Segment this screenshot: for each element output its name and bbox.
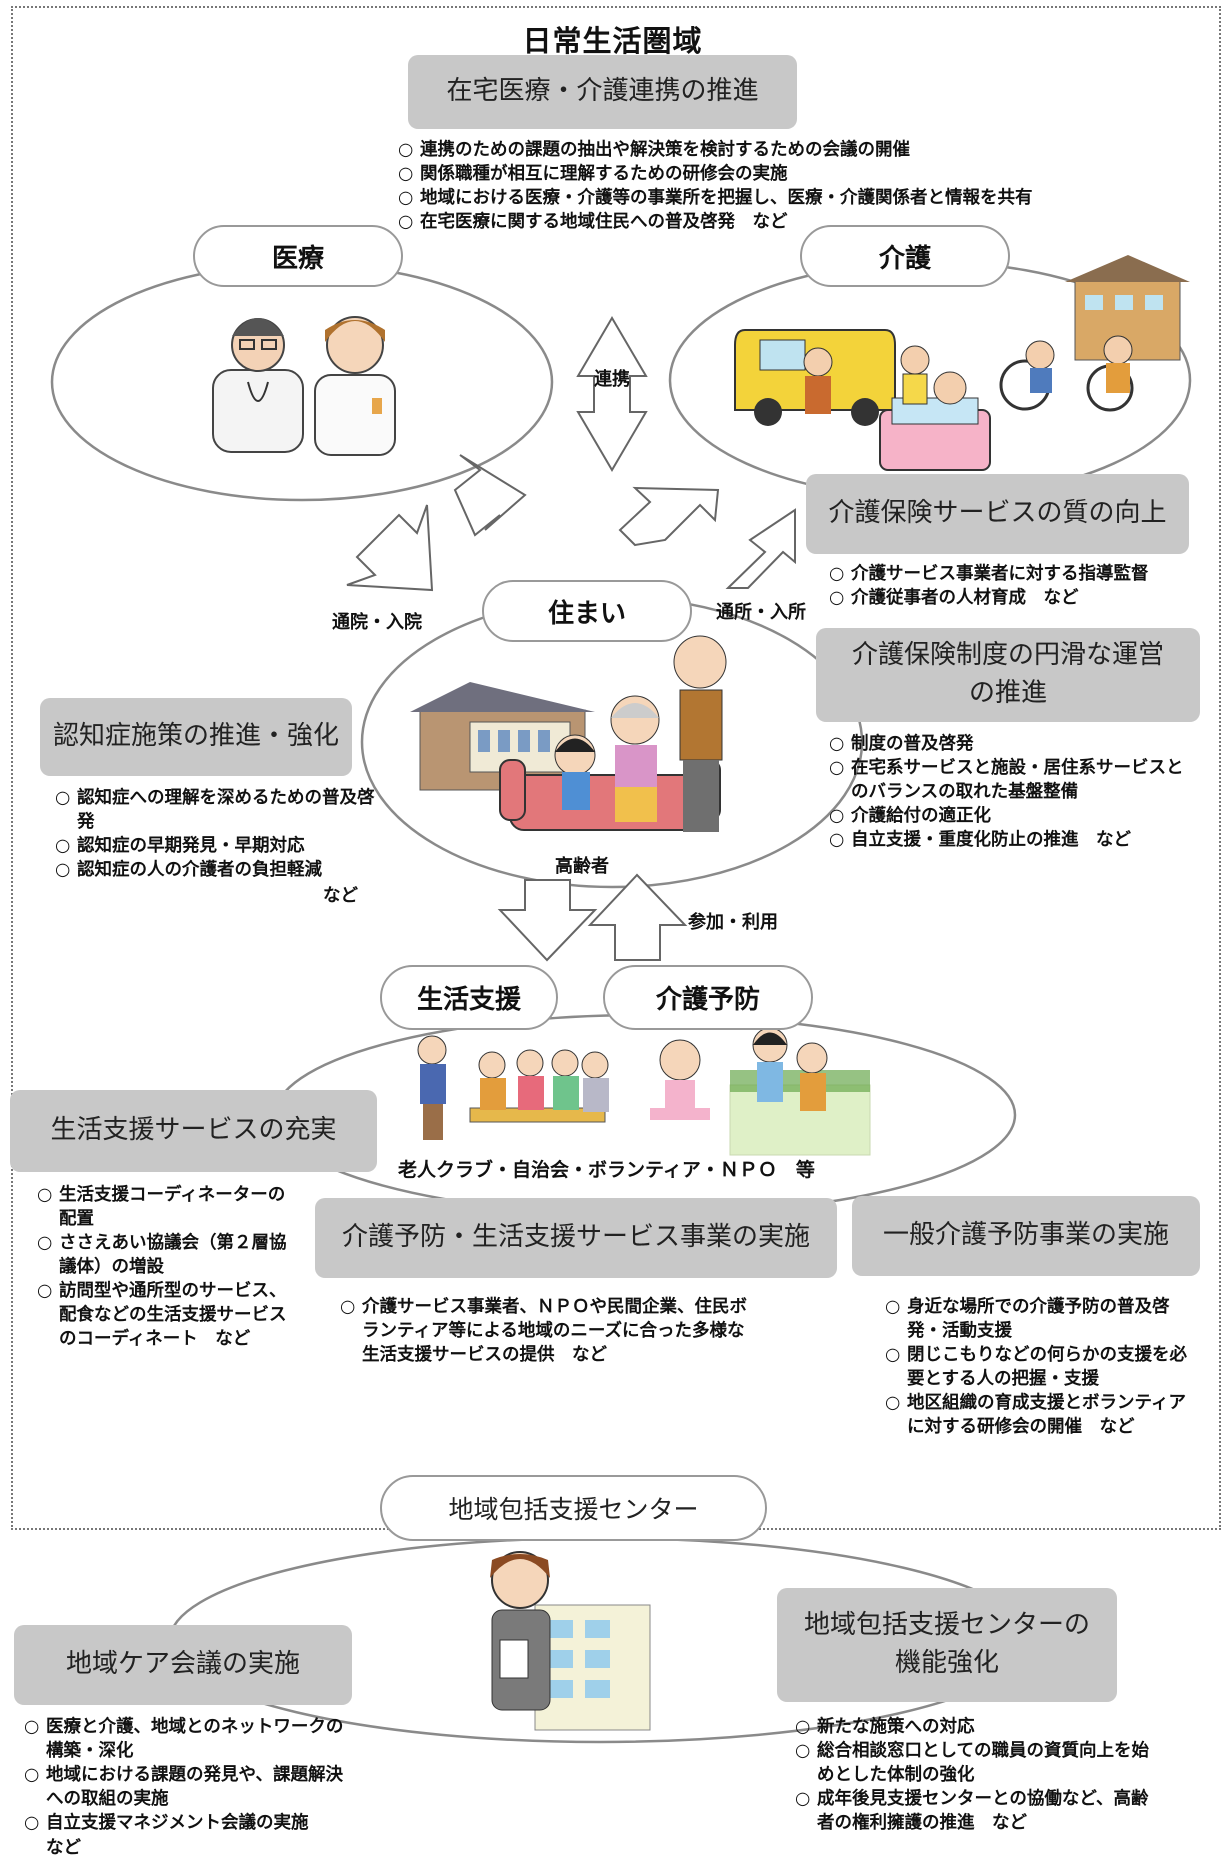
sumai-label: 住まい [482, 580, 692, 642]
arrow-to-home-right [618, 486, 720, 547]
elderly-caption: 高齢者 [555, 856, 609, 877]
care-meeting-list: 医療と介護、地域とのネットワークの構築・深化 地域における課題の発見や、課題解決… [24, 1715, 344, 1835]
list-item: 総合相談窓口としての職員の資質向上を始めとした体制の強化 [795, 1739, 1155, 1787]
list-item: 認知症の早期発見・早期対応 [55, 834, 385, 858]
insurance-system-list: 制度の普及啓発 在宅系サービスと施設・居住系サービスとのバランスの取れた基盤整備… [829, 732, 1199, 852]
list-item: 在宅医療に関する地域住民への普及啓発 など [398, 210, 1198, 234]
support-center-label: 地域包括支援センター [380, 1475, 767, 1541]
list-item: 身近な場所での介護予防の普及啓発・活動支援 [885, 1295, 1203, 1343]
tsusho-label: 通所・入所 [716, 602, 806, 623]
dementia-tail: など [323, 886, 358, 906]
community-ellipse [273, 1013, 1017, 1217]
center-function-title-line2: 機能強化 [894, 1648, 999, 1678]
support-center-illustration [490, 1551, 651, 1731]
list-item: 在宅系サービスと施設・居住系サービスとのバランスの取れた基盤整備 [829, 756, 1199, 804]
iryo-label: 医療 [193, 225, 403, 287]
care-meeting-tail: など [46, 1838, 81, 1858]
seikatsu-service-title: 生活支援サービスの充実 [10, 1090, 377, 1172]
tsuin-label: 通院・入院 [332, 612, 422, 633]
list-item: 自立支援・重度化防止の推進 など [829, 828, 1199, 852]
ippan-list: 身近な場所での介護予防の普及啓発・活動支援 閉じこもりなどの何らかの支援を必要と… [885, 1295, 1203, 1439]
list-item: 医療と介護、地域とのネットワークの構築・深化 [24, 1715, 344, 1763]
ippan-title: 一般介護予防事業の実施 [852, 1196, 1200, 1276]
list-item: 関係職種が相互に理解するための研修会の実施 [398, 162, 1198, 186]
seikatsu-label: 生活支援 [380, 965, 558, 1030]
list-item: 成年後見支援センターとの協働など、高齢者の権利擁護の推進 など [795, 1787, 1155, 1835]
list-item: 介護従事者の人材育成 など [829, 586, 1209, 610]
zaitaku-renkei-title: 在宅医療・介護連携の推進 [408, 55, 797, 129]
list-item: 認知症の人の介護者の負担軽減 [55, 858, 385, 882]
list-item: 制度の普及啓発 [829, 732, 1199, 756]
list-item: 閉じこもりなどの何らかの支援を必要とする人の把握・支援 [885, 1343, 1203, 1391]
center-function-title-line1: 地域包括支援センターの [803, 1610, 1090, 1641]
center-function-title: 地域包括支援センターの 機能強化 [777, 1588, 1117, 1702]
list-item: 地域における課題の発見や、課題解決への取組の実施 [24, 1763, 344, 1811]
yobou-label: 介護予防 [603, 965, 813, 1030]
list-item: ささえあい協議会（第２層協議体）の増設 [37, 1231, 299, 1279]
care-illustration [734, 255, 1190, 471]
list-item: 地域における医療・介護等の事業所を把握し、医療・介護関係者と情報を共有 [398, 186, 1198, 210]
list-item: 自立支援マネジメント会議の実施 [24, 1811, 344, 1835]
renkei-label: 連携 [594, 369, 630, 390]
list-item: 連携のための課題の抽出や解決策を検討するための会議の開催 [398, 138, 1198, 162]
seikatsu-service-list: 生活支援コーディネーターの配置 ささえあい協議会（第２層協議体）の増設 訪問型や… [37, 1183, 299, 1351]
arrow-down-community [497, 879, 598, 962]
doctors-illustration [212, 316, 396, 456]
arrow-to-home-left [346, 504, 434, 592]
insurance-system-title-line1: 介護保険制度の円滑な運営 [851, 640, 1164, 671]
community-illustration [417, 1027, 871, 1156]
service-quality-title: 介護保険サービスの質の向上 [806, 474, 1189, 554]
insurance-system-title: 介護保険制度の円滑な運営 の推進 [816, 628, 1200, 722]
jigyo-list: 介護サービス事業者、ＮＰＯや民間企業、住民ボランティア等による地域のニーズに合っ… [340, 1295, 760, 1367]
renkei-arrow [576, 316, 648, 472]
list-item: 認知症への理解を深めるための普及啓発 [55, 786, 385, 834]
service-quality-list: 介護サービス事業者に対する指導監督 介護従事者の人材育成 など [829, 562, 1209, 610]
dementia-list: 認知症への理解を深めるための普及啓発 認知症の早期発見・早期対応 認知症の人の介… [55, 786, 385, 882]
list-item: 生活支援コーディネーターの配置 [37, 1183, 299, 1231]
zaitaku-renkei-list: 連携のための課題の抽出や解決策を検討するための会議の開催 関係職種が相互に理解す… [398, 138, 1198, 234]
home-family-illustration [410, 635, 727, 832]
list-item: 介護給付の適正化 [829, 804, 1199, 828]
center-function-list: 新たな施策への対応 総合相談窓口としての職員の資質向上を始めとした体制の強化 成… [795, 1715, 1155, 1835]
care-meeting-title: 地域ケア会議の実施 [14, 1625, 352, 1705]
list-item: 訪問型や通所型のサービス、配食などの生活支援サービスのコーディネート など [37, 1279, 299, 1351]
insurance-system-title-line2: の推進 [968, 678, 1047, 708]
arrow-to-iryo [453, 454, 527, 537]
list-item: 地区組織の育成支援とボランティアに対する研修会の開催 など [885, 1391, 1203, 1439]
community-caption: 老人クラブ・自治会・ボランティア・ＮＰＯ 等 [398, 1159, 815, 1181]
area-title: 日常生活圏域 [522, 24, 703, 58]
kaigo-label: 介護 [800, 225, 1010, 287]
jigyo-title: 介護予防・生活支援サービス事業の実施 [315, 1198, 837, 1278]
list-item: 新たな施策への対応 [795, 1715, 1155, 1739]
dementia-title: 認知症施策の推進・強化 [40, 698, 352, 776]
list-item: 介護サービス事業者、ＮＰＯや民間企業、住民ボランティア等による地域のニーズに合っ… [340, 1295, 760, 1367]
arrow-up-home [587, 873, 688, 961]
sanka-label: 参加・利用 [688, 912, 778, 933]
arrow-to-kaigo [725, 508, 796, 589]
list-item: 介護サービス事業者に対する指導監督 [829, 562, 1209, 586]
